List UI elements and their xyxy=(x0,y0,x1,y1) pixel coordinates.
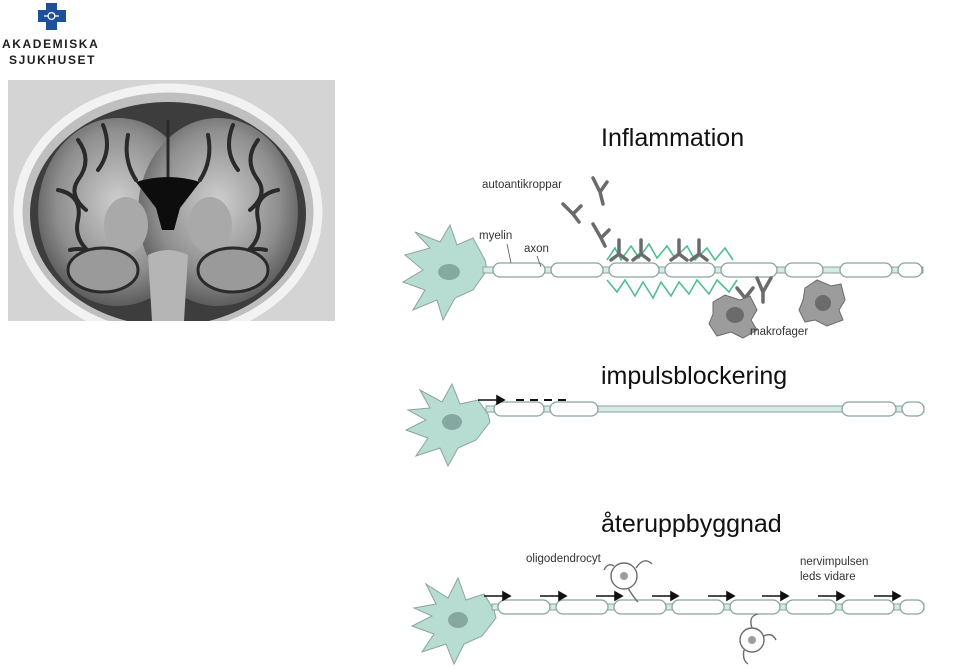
myelin-segments xyxy=(497,599,925,615)
akademiska-logo: AKADEMISKA SJUKHUSET xyxy=(0,0,110,70)
inflammation-diagram xyxy=(401,176,924,339)
antibodies xyxy=(561,176,773,312)
neuron-nucleus xyxy=(438,264,460,280)
macrophage-nucleus xyxy=(726,307,744,323)
label-oligodendrocyt: oligodendrocyt xyxy=(526,553,601,565)
impulse-arrows-icon xyxy=(484,590,902,602)
myelin-segments xyxy=(492,262,923,278)
neuron-nucleus xyxy=(448,612,468,628)
inflammation-zone-top xyxy=(606,242,734,262)
heading-ateruppbyggnad: återuppbyggnad xyxy=(601,510,782,538)
macrophage-nucleus xyxy=(815,295,831,311)
label-axon: axon xyxy=(524,243,549,255)
logo-line-2: SJUKHUSET xyxy=(9,53,97,67)
label-nervimpulsen-line2: leds vidare xyxy=(800,571,856,583)
inflammation-zone-bottom xyxy=(606,278,738,300)
ateruppbyggnad-diagram xyxy=(410,560,925,666)
oligodendrocyte-nucleus xyxy=(620,572,628,580)
impulse-arrow-icon xyxy=(478,394,506,406)
neuron-nucleus xyxy=(442,414,462,430)
label-autoantikroppar: autoantikroppar xyxy=(482,179,562,191)
myelin-segments xyxy=(493,401,925,417)
label-makrofager: makrofager xyxy=(750,326,809,338)
heading-inflammation: Inflammation xyxy=(601,124,745,152)
label-myelin: myelin xyxy=(479,230,513,242)
brain-mri-image xyxy=(8,80,335,321)
heading-impulsblockering: impulsblockering xyxy=(601,362,788,390)
oligodendrocyte-nucleus xyxy=(748,636,756,644)
label-nervimpulsen-line1: nervimpulsen xyxy=(800,556,869,568)
impulsblockering-diagram xyxy=(404,382,925,468)
logo-line-1: AKADEMISKA xyxy=(2,37,100,51)
logo-cross-icon xyxy=(38,3,66,30)
